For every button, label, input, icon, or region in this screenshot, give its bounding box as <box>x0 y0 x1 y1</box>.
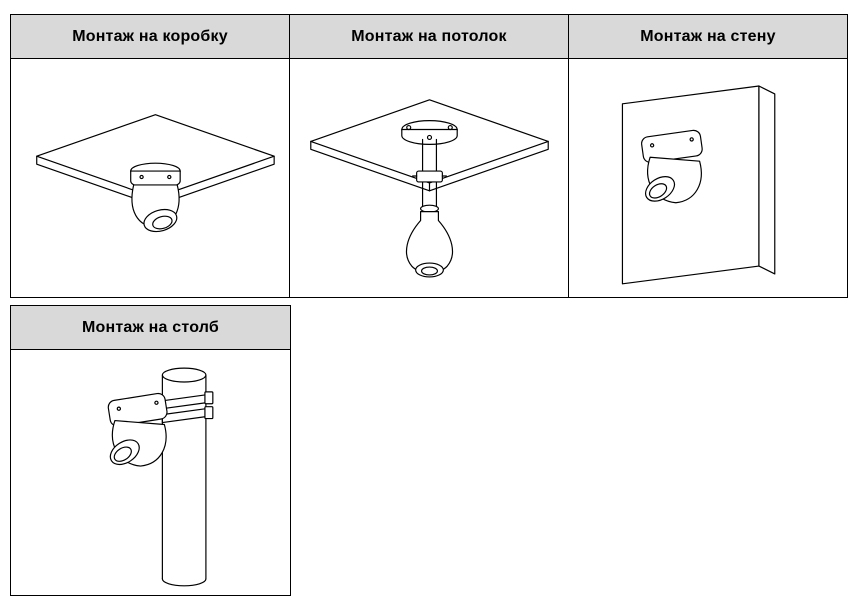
ceiling-mount-illustration <box>309 99 549 278</box>
turret-camera <box>130 162 181 233</box>
wall-mount-cell <box>569 59 848 298</box>
header-box-mount-label: Монтаж на коробку <box>72 27 228 45</box>
box-mount-cell <box>11 59 290 298</box>
wall-mount-illustration <box>621 85 776 285</box>
header-box-mount: Монтаж на коробку <box>11 15 290 59</box>
box-mount-illustration <box>36 114 275 233</box>
header-pole-mount-label: Монтаж на столб <box>81 318 220 336</box>
pole-mount-table: Монтаж на столб <box>10 305 291 596</box>
header-pole-mount: Монтаж на столб <box>11 306 291 350</box>
mounting-options-table: Монтаж на коробку Монтаж на потолок Монт… <box>10 14 848 298</box>
header-ceiling-mount: Монтаж на потолок <box>290 15 569 59</box>
pendant-camera <box>405 211 453 278</box>
header-wall-mount: Монтаж на стену <box>569 15 848 59</box>
pole-mount-cell <box>11 350 291 596</box>
header-ceiling-mount-label: Монтаж на потолок <box>351 27 507 45</box>
turret-camera <box>107 392 168 467</box>
header-wall-mount-label: Монтаж на стену <box>640 27 776 45</box>
pole-mount-illustration <box>107 367 213 586</box>
turret-camera <box>641 129 703 204</box>
ceiling-mount-cell <box>290 59 569 298</box>
pendant-bracket <box>400 120 458 213</box>
mounting-straps <box>161 390 213 423</box>
